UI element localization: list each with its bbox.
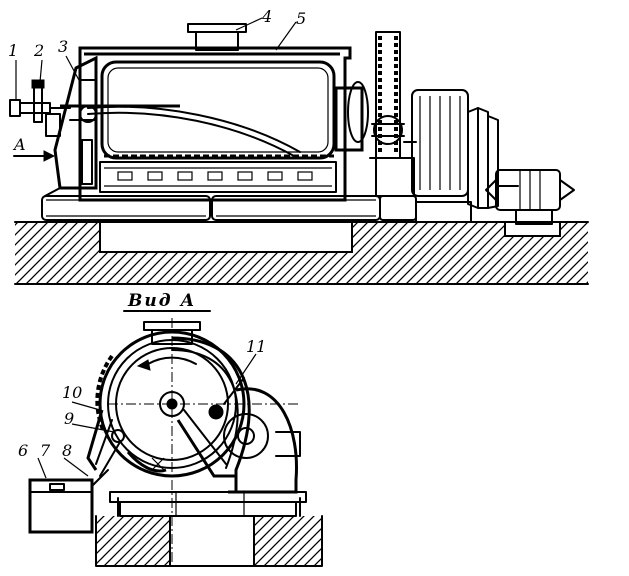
tray-slots <box>117 171 313 181</box>
left-parts <box>28 409 167 534</box>
foundation-top <box>14 221 589 285</box>
label-6: 6 <box>18 441 28 460</box>
label-9: 9 <box>64 409 74 428</box>
view-arrow <box>13 150 56 162</box>
view-a: Вид А <box>18 291 323 567</box>
valve-assembly <box>9 79 71 137</box>
drum-section <box>95 330 246 478</box>
label-4: 4 <box>261 7 272 26</box>
label-11: 11 <box>246 337 266 356</box>
base-bottom <box>109 491 307 517</box>
label-10: 10 <box>62 383 82 402</box>
side-elevation: 1 2 3 4 5 A <box>8 7 589 285</box>
leader-lines-bottom <box>37 353 257 479</box>
housing-right <box>171 336 301 494</box>
outlet-nozzle <box>187 23 247 51</box>
label-7: 7 <box>40 441 51 460</box>
nozzle-neck <box>151 329 193 345</box>
drive-unit <box>334 31 575 225</box>
left-end-cover <box>44 55 98 197</box>
drum-casing <box>60 46 352 202</box>
leader-lines <box>15 17 297 100</box>
label-arrow-a: A <box>12 135 26 154</box>
view-a-title: Вид А <box>127 291 196 311</box>
foundation-bottom <box>95 497 323 567</box>
label-5: 5 <box>296 9 306 28</box>
label-8: 8 <box>62 441 72 460</box>
label-1: 1 <box>8 41 18 60</box>
label-3: 3 <box>58 37 68 56</box>
label-2: 2 <box>33 41 44 60</box>
